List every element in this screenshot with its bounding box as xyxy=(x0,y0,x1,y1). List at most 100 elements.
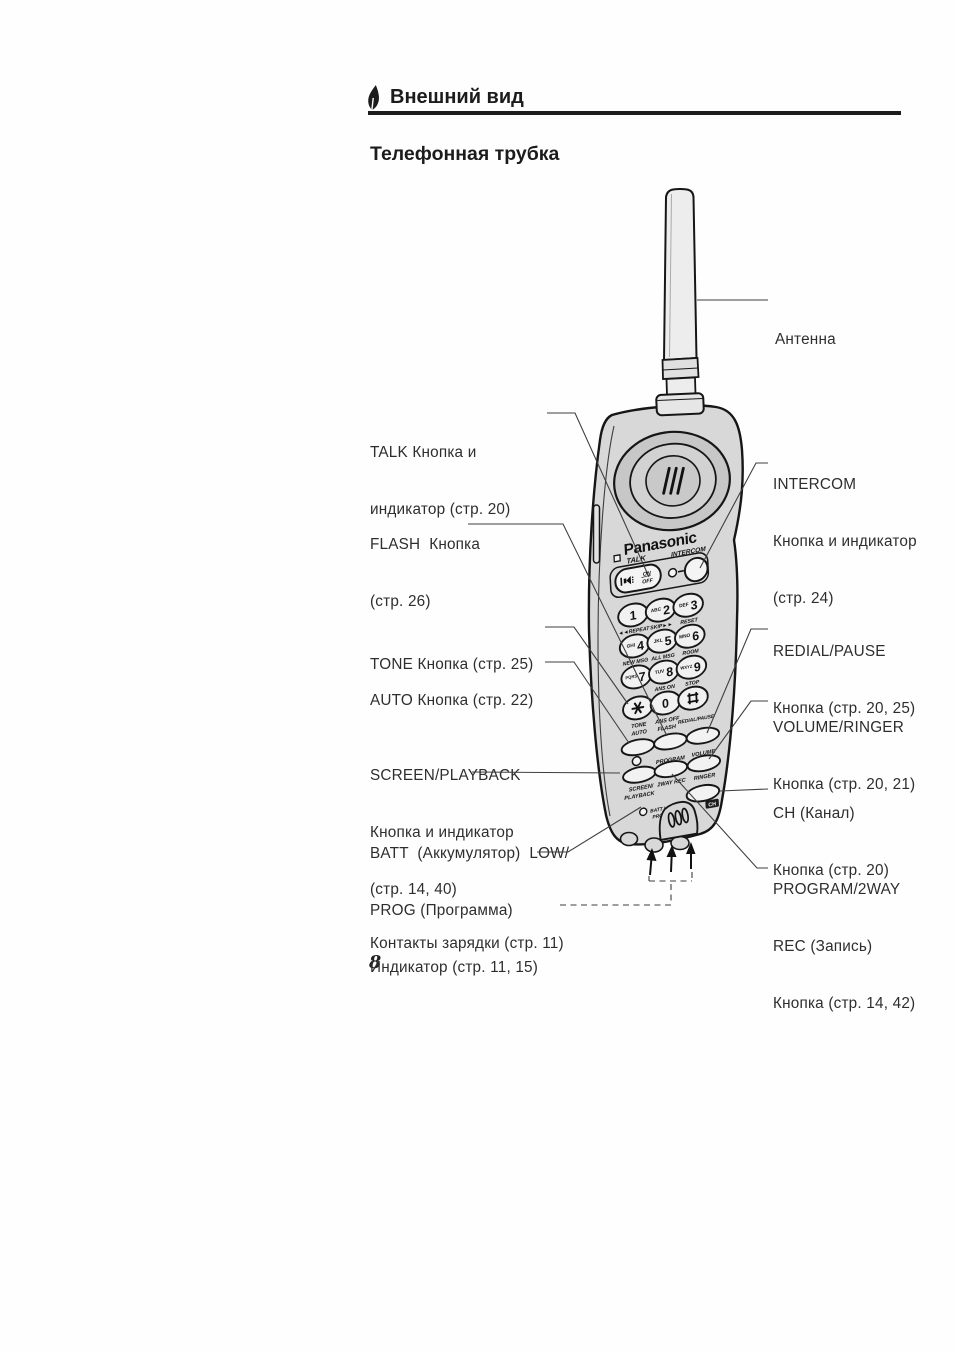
svg-text:◄◄REPEAT: ◄◄REPEAT xyxy=(618,626,650,638)
leader-contacts-dashed xyxy=(560,872,693,906)
svg-text:ON: ON xyxy=(643,571,651,578)
screen-playback-led xyxy=(631,755,642,767)
hash-key-icon xyxy=(687,691,699,705)
svg-text:SKIP►►: SKIP►► xyxy=(650,622,673,632)
leader-ch xyxy=(719,788,769,792)
callout-redial-pause: REDIAL/PAUSE Кнопка (стр. 20, 25) xyxy=(773,643,916,717)
svg-text:JKL: JKL xyxy=(654,638,663,646)
earpiece xyxy=(613,430,731,532)
earpiece-slots-icon xyxy=(662,466,685,495)
callout-ch: CH (Канал) Кнопка (стр. 20) xyxy=(773,805,889,879)
antenna-rod xyxy=(662,188,698,362)
svg-text:1: 1 xyxy=(629,608,637,623)
svg-text:VOLUME: VOLUME xyxy=(691,749,715,759)
svg-text:FLASH: FLASH xyxy=(657,724,677,733)
svg-text:ANS ON: ANS ON xyxy=(653,684,675,694)
intercom-led xyxy=(667,567,678,578)
svg-text:0: 0 xyxy=(662,696,670,711)
svg-text:RINGER: RINGER xyxy=(694,772,716,782)
svg-text:4: 4 xyxy=(637,638,645,653)
callout-auto: AUTO Кнопка (стр. 22) xyxy=(370,692,534,709)
function-buttons xyxy=(620,726,722,803)
redial-pause-button xyxy=(685,726,721,745)
callout-intercom: INTERCOM Кнопка и индикатор (стр. 24) xyxy=(773,476,917,607)
page-subtitle: Телефонная трубка xyxy=(370,143,560,165)
svg-text:WXYZ: WXYZ xyxy=(680,663,693,670)
ch-badge: CH xyxy=(705,798,719,809)
leader-screen xyxy=(471,771,621,774)
star-key-icon xyxy=(631,701,645,715)
antenna-collar xyxy=(655,392,705,417)
svg-text:ALL MSG: ALL MSG xyxy=(650,653,675,663)
svg-text:SCREEN/: SCREEN/ xyxy=(629,783,655,794)
section-marker-icon xyxy=(368,85,379,110)
svg-text:DEF: DEF xyxy=(679,602,689,610)
svg-text:3: 3 xyxy=(690,598,698,613)
svg-text:2: 2 xyxy=(663,602,671,617)
function-labels: TONE AUTO ANS OFF FLASH REDIAL/PAUSE PRO… xyxy=(624,713,716,802)
talk-button: ON OFF xyxy=(614,563,662,594)
contact-arrows xyxy=(646,842,696,876)
key-hash xyxy=(677,685,709,711)
callout-flash: FLASH Кнопка (стр. 26) xyxy=(370,536,481,610)
svg-text:9: 9 xyxy=(694,660,702,675)
leader-flash xyxy=(468,523,668,737)
svg-text:PROGRAM: PROGRAM xyxy=(656,755,685,766)
svg-text:8: 8 xyxy=(666,664,674,679)
leader-tone xyxy=(545,626,629,705)
svg-text:2WAY REC: 2WAY REC xyxy=(656,777,687,788)
volume-button xyxy=(686,754,722,773)
svg-text:TUV: TUV xyxy=(655,668,666,676)
callout-charge-contacts: Контакты зарядки (стр. 11) xyxy=(370,935,564,952)
svg-text:STOP: STOP xyxy=(685,679,700,688)
antenna xyxy=(655,188,705,417)
leader-lines xyxy=(468,299,769,906)
callout-antenna: Антенна xyxy=(775,331,836,348)
key-3: DEF 3 xyxy=(672,592,704,618)
key-hints: ◄◄REPEAT SKIP►► RESET NEW MSG ALL MSG RO… xyxy=(618,617,700,694)
section-title: Внешний вид xyxy=(390,86,524,108)
microphone xyxy=(658,800,699,842)
leader-redial xyxy=(706,628,768,734)
callout-program-2way-rec: PROGRAM/2WAY REC (Запись) Кнопка (стр. 1… xyxy=(773,881,916,1012)
svg-text:PQRS: PQRS xyxy=(625,673,637,680)
svg-text:ABC: ABC xyxy=(651,606,662,614)
callout-screen-playback: SCREEN/PLAYBACK Кнопка и индикатор (стр.… xyxy=(370,767,521,898)
callout-tone: TONE Кнопка (стр. 25) xyxy=(370,656,534,673)
side-button xyxy=(592,504,601,564)
speaker-on-off-icon xyxy=(620,575,634,586)
svg-text:NEW MSG: NEW MSG xyxy=(623,657,649,667)
svg-text:PROG: PROG xyxy=(652,812,667,821)
header-rule xyxy=(368,111,901,115)
svg-text:6: 6 xyxy=(692,629,700,644)
key-9: WXYZ 9 xyxy=(675,654,708,680)
leader-batt xyxy=(537,806,642,853)
svg-text:ROOM: ROOM xyxy=(682,648,699,657)
svg-text:OFF: OFF xyxy=(642,578,654,586)
callout-talk: TALK Кнопка и индикатор (стр. 20) xyxy=(370,444,511,518)
svg-text:MNO: MNO xyxy=(679,633,691,641)
ch-button xyxy=(685,783,721,803)
talk-led xyxy=(613,554,621,563)
keypad: 1 ABC 2 DEF 3 GHI 4 JKL 5 xyxy=(617,592,709,721)
leader-program xyxy=(671,773,768,869)
svg-text:GHI: GHI xyxy=(627,642,636,650)
leader-talk xyxy=(547,412,650,578)
svg-text:AUTO: AUTO xyxy=(630,729,647,738)
callout-volume-ringer: VOLUME/RINGER Кнопка (стр. 20, 21) xyxy=(773,719,916,793)
leader-auto xyxy=(545,661,630,744)
svg-text:TONE: TONE xyxy=(631,722,647,731)
svg-text:RESET: RESET xyxy=(680,617,698,626)
callout-batt-low-prog: BATT (Аккумулятор) LOW/ PROG (Программа)… xyxy=(370,845,570,976)
charging-contacts xyxy=(619,831,690,853)
svg-text:CH: CH xyxy=(708,801,716,808)
svg-text:5: 5 xyxy=(664,633,672,648)
leader-intercom xyxy=(699,462,768,569)
body-left-contour xyxy=(597,425,615,817)
faceplate: Panasonic TALK INTERCOM ON OFF 1 xyxy=(609,529,722,842)
batt-low-prog-led xyxy=(639,807,648,817)
key-6: MNO 6 xyxy=(674,623,706,649)
microphone-slots-icon xyxy=(667,807,690,828)
